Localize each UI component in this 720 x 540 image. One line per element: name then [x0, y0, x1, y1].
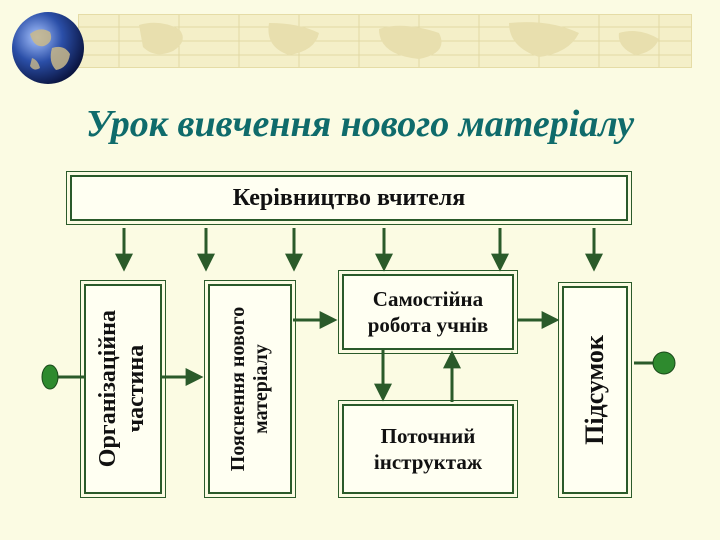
explanation-line1: Пояснення нового — [227, 306, 250, 472]
start-node-icon — [41, 364, 59, 390]
organizational-line1: Організаційна — [95, 310, 122, 468]
explanation-box: Пояснення нового матеріалу — [204, 280, 296, 498]
header-banner — [78, 14, 692, 68]
independent-line1: Самостійна — [372, 286, 484, 311]
world-map-texture — [79, 15, 691, 67]
instruction-line1: Поточний — [380, 423, 476, 448]
explanation-line2: матеріалу — [250, 344, 273, 434]
independent-line2: робота учнів — [367, 313, 489, 337]
page-title: Урок вивчення нового матеріалу — [85, 103, 635, 145]
independent-work-box: Самостійна робота учнів — [338, 270, 518, 354]
organizational-part-box: Організаційна частина — [80, 280, 166, 498]
summary-box: Підсумок — [558, 282, 632, 498]
teacher-guidance-box: Керівництво вчителя — [66, 171, 632, 225]
summary-label: Підсумок — [580, 335, 609, 445]
end-node-icon — [652, 351, 676, 375]
globe-icon — [12, 12, 84, 84]
organizational-line2: частина — [123, 345, 149, 433]
instruction-line2: інструктаж — [373, 450, 483, 474]
current-instruction-box: Поточний інструктаж — [338, 400, 518, 498]
teacher-guidance-label: Керівництво вчителя — [232, 184, 466, 211]
